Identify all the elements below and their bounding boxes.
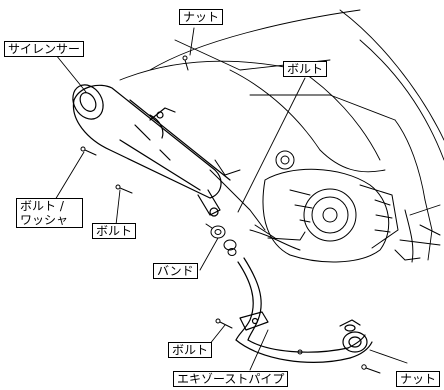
- label-exhaust-pipe: エキゾーストパイプ: [173, 371, 289, 387]
- leader-lines: [51, 27, 408, 371]
- label-silencer: サイレンサー: [4, 41, 85, 57]
- label-bolt-washer-line1: ボルト /: [20, 199, 64, 213]
- label-band: バンド: [153, 263, 198, 279]
- label-bolt-bottom: ボルト: [168, 342, 213, 358]
- band-clamp: [205, 223, 226, 239]
- label-bolt-top: ボルト: [283, 61, 328, 77]
- label-bolt-washer-line2: ワッシャ: [20, 213, 69, 227]
- label-nut-top: ナット: [179, 9, 224, 25]
- silencer: [72, 84, 231, 217]
- bolts: [80, 55, 381, 374]
- motorcycle-frame-lines: [119, 9, 444, 261]
- gasket-rings: [223, 239, 237, 256]
- label-bolt-mid: ボルト: [92, 223, 137, 239]
- engine-block: [249, 150, 399, 263]
- exhaust-pipe: [235, 257, 373, 363]
- label-nut-bottom: ナット: [396, 371, 441, 387]
- label-bolt-washer: ボルト / ワッシャ: [16, 198, 83, 228]
- kickstand-and-pedals: [209, 159, 441, 263]
